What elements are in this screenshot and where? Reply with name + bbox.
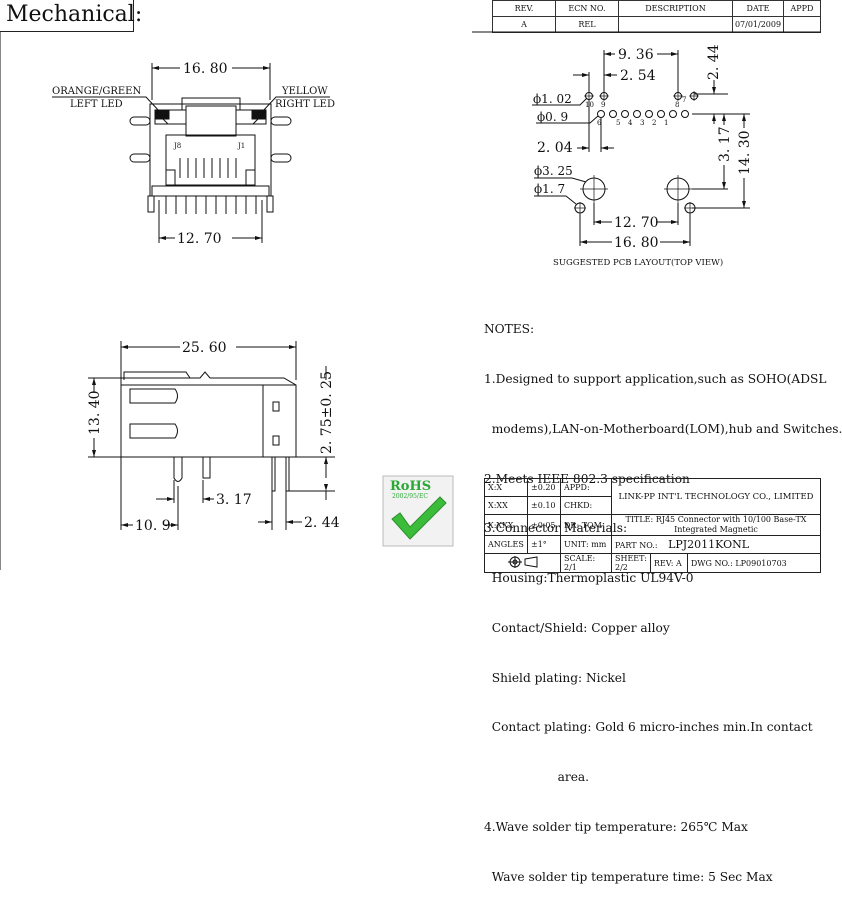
rohs-label: RoHS	[390, 479, 431, 494]
pcb-dim-16-80: 16. 80	[614, 235, 659, 251]
tol-xx-label: X:XX	[484, 496, 528, 515]
front-width-dim: 16. 80	[183, 61, 228, 77]
pin-label-j1: J1	[237, 142, 245, 150]
left-led-label-2: LEFT LED	[70, 99, 123, 110]
side-dim-10-9: 10. 9	[135, 518, 171, 534]
scale-field: SCALE: 2/1	[560, 553, 612, 573]
side-length-dim: 25. 60	[182, 340, 227, 356]
note-line: area.	[484, 770, 590, 785]
pcb-dim-2-44: 2. 44	[706, 44, 722, 80]
side-tolerance-dim: 2. 75±0. 25	[319, 371, 335, 454]
tol-xxx-value: ±0.05	[527, 514, 561, 536]
pcb-dim-2-04: 2. 04	[537, 140, 573, 156]
pin-number-7: 7	[682, 96, 686, 104]
tol-x-label: X:X	[484, 478, 528, 497]
pin-number-6: 6	[597, 119, 602, 127]
pcb-dim-9-36: 9. 36	[618, 47, 654, 63]
chkd-label: CHKD:	[560, 496, 612, 515]
pcb-hole-0-9: ϕ0. 9	[537, 110, 568, 124]
note-line: 4.Wave solder tip temperature: 265℃ Max	[484, 820, 748, 834]
pin-number-9: 9	[601, 101, 605, 109]
note-line: Contact/Shield: Copper alloy	[484, 620, 670, 635]
pin-number-1: 1	[664, 119, 668, 127]
pcb-dim-3-17: 3. 17	[717, 126, 733, 162]
projection-symbol	[484, 553, 561, 573]
revision-table: REV. ECN NO. DESCRIPTION DATE APPD A REL…	[492, 0, 821, 33]
pin-label-j8: J8	[173, 142, 181, 150]
pin-number-2: 2	[652, 119, 656, 127]
sheet-field: SHEET: 2/2	[611, 553, 651, 573]
notes-block: NOTES: 1.Designed to support application…	[484, 288, 842, 919]
dwg-field: DWG NO.: LP09010703	[686, 553, 822, 573]
pin-number-4: 4	[628, 119, 633, 127]
tol-angles-label: ANGLES	[484, 535, 528, 554]
drawn-by: DR: TOM	[560, 514, 612, 536]
side-view	[88, 341, 335, 530]
drawing-title: TITLE: RJ45 Connector with 10/100 Base-T…	[611, 514, 821, 536]
front-view	[52, 63, 330, 243]
rev-field: REV: A	[649, 553, 688, 573]
rohs-logo: RoHS 2002/95/EC	[382, 475, 454, 547]
pcb-hole-1-02: ϕ1. 02	[533, 92, 572, 106]
company-name: LINK-PP INT'L TECHNOLOGY CO., LIMITED	[611, 478, 821, 515]
pcb-dim-14-30: 14. 30	[737, 130, 753, 175]
part-number: LPJ2011KONL	[668, 538, 750, 551]
note-line: Shield plating: Nickel	[484, 670, 626, 685]
title-line-1: RJ45 Connector with 10/100 Base-TX	[655, 515, 807, 524]
pcb-dim-12-70: 12. 70	[614, 215, 659, 231]
note-line: Housing:Thermoplastic UL94V-0	[484, 571, 694, 586]
side-height-dim: 13. 40	[87, 390, 103, 435]
note-line: Contact plating: Gold 6 micro-inches min…	[484, 720, 813, 735]
pcb-dim-2-54: 2. 54	[620, 68, 656, 84]
notes-heading: NOTES:	[484, 322, 535, 337]
tol-angles-value: ±1°	[527, 535, 561, 554]
pcb-caption: SUGGESTED PCB LAYOUT(TOP VIEW)	[553, 258, 724, 268]
pin-number-10: 10	[585, 101, 594, 109]
unit-field: UNIT: mm	[560, 535, 612, 554]
pin-number-3: 3	[640, 119, 644, 127]
title-block: X:X ±0.20 APPD: LINK-PP INT'L TECHNOLOGY…	[484, 478, 822, 573]
pcb-hole-3-25: ϕ3. 25	[534, 164, 573, 178]
note-line: Wave solder tip temperature time: 5 Sec …	[484, 869, 773, 884]
drawing-sheet: Mechanical: REV. ECN NO. DESCRIPTION DAT…	[0, 0, 842, 884]
part-label: PART NO.:	[615, 541, 658, 550]
side-dim-2-44: 2. 44	[304, 515, 340, 531]
side-dim-3-17: 3. 17	[216, 492, 252, 508]
page-title: Mechanical:	[0, 0, 142, 32]
appd-label: APPD:	[560, 478, 612, 497]
title-label: TITLE:	[625, 515, 654, 524]
dimension-arrows	[92, 52, 746, 527]
left-led-label-1: ORANGE/GREEN	[52, 86, 141, 97]
right-led-label-1: YELLOW	[281, 86, 328, 97]
note-line: 1.Designed to support application,such a…	[484, 371, 827, 386]
rohs-sub: 2002/95/EC	[392, 493, 428, 500]
part-number-field: PART NO.: LPJ2011KONL	[611, 535, 821, 554]
pcb-hole-1-7: ϕ1. 7	[534, 182, 565, 196]
title-line-2: Integrated Magnetic	[674, 525, 758, 534]
front-pin-span-dim: 12. 70	[177, 231, 222, 247]
check-icon	[391, 496, 447, 540]
pin-number-5: 5	[616, 119, 620, 127]
right-led-label-2: RIGHT LED	[275, 99, 335, 110]
note-line: modems),LAN-on-Motherboard(LOM),hub and …	[484, 421, 842, 436]
projection-icon	[507, 556, 537, 568]
pin-number-8: 8	[675, 101, 679, 109]
mechanical-drawing: 16. 80 12. 70 ORANGE/GREEN LEFT LED YELL…	[0, 31, 821, 570]
tol-x-value: ±0.20	[527, 478, 561, 497]
tol-xx-value: ±0.10	[527, 496, 561, 515]
tol-xxx-label: X:XXX	[484, 514, 528, 536]
